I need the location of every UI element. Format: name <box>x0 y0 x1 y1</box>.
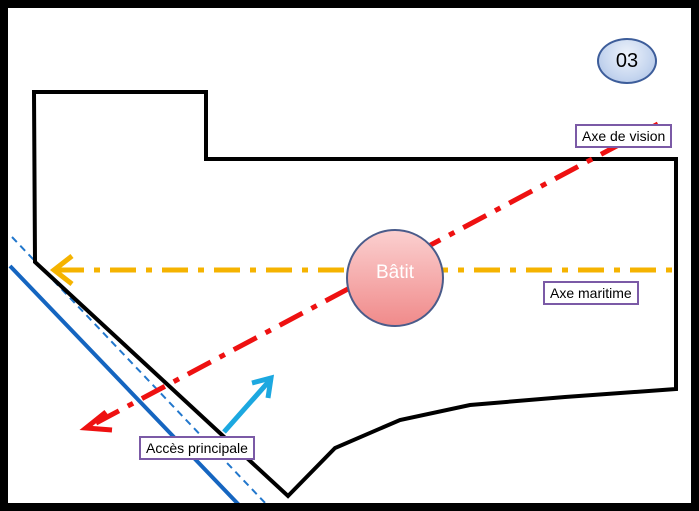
building-circle <box>346 229 444 327</box>
plan-number-badge: 03 <box>597 38 657 84</box>
vision-axis-label: Axe de vision <box>575 124 673 148</box>
road-line <box>8 264 242 508</box>
access-arrowhead <box>251 374 275 399</box>
vision-axis-arrowhead <box>79 410 113 433</box>
maritime-axis-label: Axe maritime <box>543 281 639 305</box>
access-arrow-line <box>222 377 273 434</box>
building-label: Bâtit <box>375 262 415 283</box>
plan-number-text: 03 <box>615 49 639 72</box>
maritime-axis-arrowhead <box>49 254 74 286</box>
main-access-label: Accès principale <box>139 436 255 460</box>
